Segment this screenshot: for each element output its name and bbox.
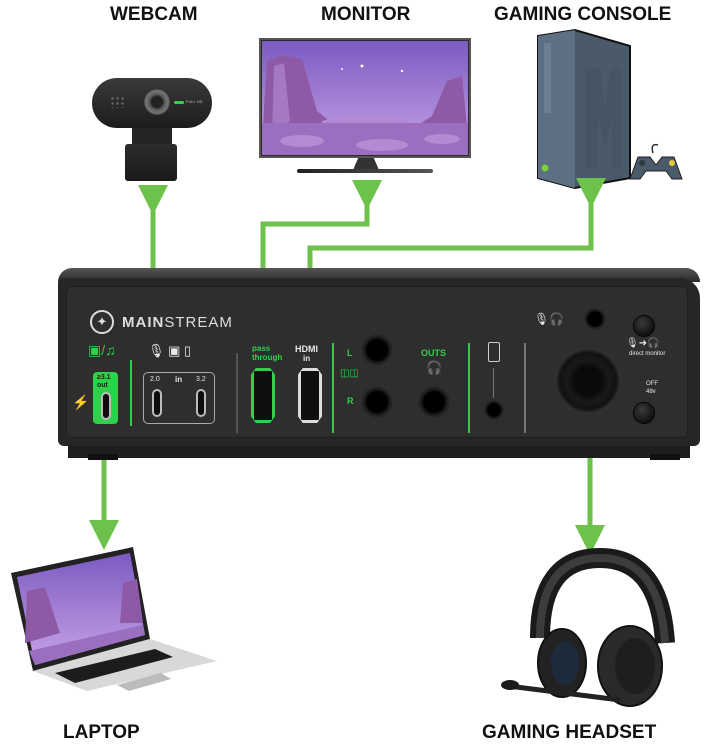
brand-logo: MAINSTREAM bbox=[122, 314, 233, 331]
monitor-screen bbox=[259, 38, 471, 158]
webcam-badge: FULL HD bbox=[186, 99, 203, 104]
hdmi-in-label-1: HDMI bbox=[295, 344, 318, 354]
headset-trrs-jack[interactable] bbox=[584, 308, 606, 330]
phone-icon bbox=[488, 342, 500, 362]
webcam-image: FULL HD bbox=[92, 78, 212, 188]
usb-in-label: in bbox=[175, 375, 183, 384]
hdmi-pass-label-1: pass bbox=[252, 344, 271, 353]
usb-in-20-label: 2.0 bbox=[150, 376, 160, 383]
webcam-led bbox=[174, 101, 184, 104]
usb-in-32-label: 3.2 bbox=[196, 376, 206, 383]
gamepad-icon bbox=[629, 143, 683, 180]
webcam-mount bbox=[132, 128, 172, 146]
webcam-label: WEBCAM bbox=[110, 4, 198, 25]
gaming-headset-image bbox=[500, 547, 680, 708]
divider-4 bbox=[468, 343, 470, 433]
brand-bold: MAIN bbox=[122, 314, 165, 331]
speaker-icons: ◫◫ bbox=[340, 368, 359, 379]
line-out-r-jack[interactable] bbox=[361, 386, 393, 418]
power-icon: ⚡ bbox=[72, 394, 90, 410]
gaming-console-label: GAMING CONSOLE bbox=[494, 4, 672, 25]
monitor-scene bbox=[262, 41, 468, 155]
mic-headset-icons: 🎙🎧 bbox=[534, 312, 565, 326]
line-r-label: R bbox=[347, 396, 354, 406]
mackie-logo-icon: ✦ bbox=[90, 310, 114, 334]
direct-monitor-button[interactable] bbox=[634, 316, 654, 336]
video-audio-icon: ▣/♫ bbox=[88, 342, 116, 358]
phone-line bbox=[493, 368, 494, 398]
usb-out-port[interactable]: ≥3.1 out bbox=[93, 372, 118, 424]
divider-3 bbox=[332, 343, 334, 433]
mic-webcam-drive-icons: 🎙 ▣ ▯ bbox=[148, 343, 192, 358]
webcam-lens bbox=[144, 89, 170, 115]
phantom-48v-label: 48v bbox=[646, 389, 656, 395]
hdmi-passthrough-port[interactable] bbox=[251, 368, 275, 423]
usb-in-group: 2.0 in 3.2 bbox=[143, 372, 215, 424]
divider-5 bbox=[524, 343, 526, 433]
usb-out-label-1: ≥3.1 bbox=[97, 374, 111, 381]
mainstream-device: ✦ MAINSTREAM ▣/♫ ≥3.1 out ⚡ 🎙 ▣ ▯ 2.0 in… bbox=[58, 268, 700, 460]
console-tower bbox=[537, 28, 631, 190]
gaming-console-image bbox=[530, 28, 683, 190]
monitor-neck bbox=[353, 158, 379, 170]
gaming-headset-label: GAMING HEADSET bbox=[482, 722, 657, 743]
webcam-base bbox=[125, 144, 177, 181]
headphone-out-jack[interactable] bbox=[418, 386, 450, 418]
divider-2 bbox=[236, 353, 238, 433]
hdmi-pass-label-2: through bbox=[252, 353, 283, 362]
outs-label: OUTS bbox=[421, 348, 447, 358]
hdmi-in-port[interactable] bbox=[298, 368, 322, 423]
device-bottom bbox=[68, 446, 690, 458]
phone-jack[interactable] bbox=[484, 400, 504, 420]
hdmi-in-label-2: in bbox=[303, 354, 311, 363]
monitor-stand bbox=[297, 169, 433, 173]
direct-monitor-label: direct monitor bbox=[629, 351, 666, 357]
monitor-label: MONITOR bbox=[321, 4, 411, 25]
laptop-label: LAPTOP bbox=[63, 722, 140, 743]
usb-in-20-port[interactable] bbox=[152, 389, 162, 417]
device-foot-left bbox=[88, 454, 118, 460]
usb-c-socket bbox=[101, 392, 111, 420]
device-foot-right bbox=[650, 454, 680, 460]
mic-to-headphones-icon: 🎙➜🎧 bbox=[626, 338, 660, 349]
headset-illustration bbox=[501, 547, 675, 707]
monitor-image bbox=[259, 38, 473, 180]
webcam-mic-grille bbox=[110, 96, 124, 108]
laptop-illustration bbox=[11, 547, 217, 691]
headphones-icon: 🎧 bbox=[426, 360, 443, 375]
brand-light: STREAM bbox=[164, 314, 233, 331]
laptop-image bbox=[5, 543, 217, 691]
phantom-off-label: OFF bbox=[646, 381, 658, 387]
usb-in-32-port[interactable] bbox=[196, 389, 206, 417]
xlr-combo-jack[interactable] bbox=[555, 348, 621, 414]
phantom-power-button[interactable] bbox=[634, 403, 654, 423]
line-out-l-jack[interactable] bbox=[361, 334, 393, 366]
line-l-label: L bbox=[347, 348, 353, 358]
divider-1 bbox=[130, 360, 132, 426]
usb-out-label-2: out bbox=[97, 382, 108, 389]
